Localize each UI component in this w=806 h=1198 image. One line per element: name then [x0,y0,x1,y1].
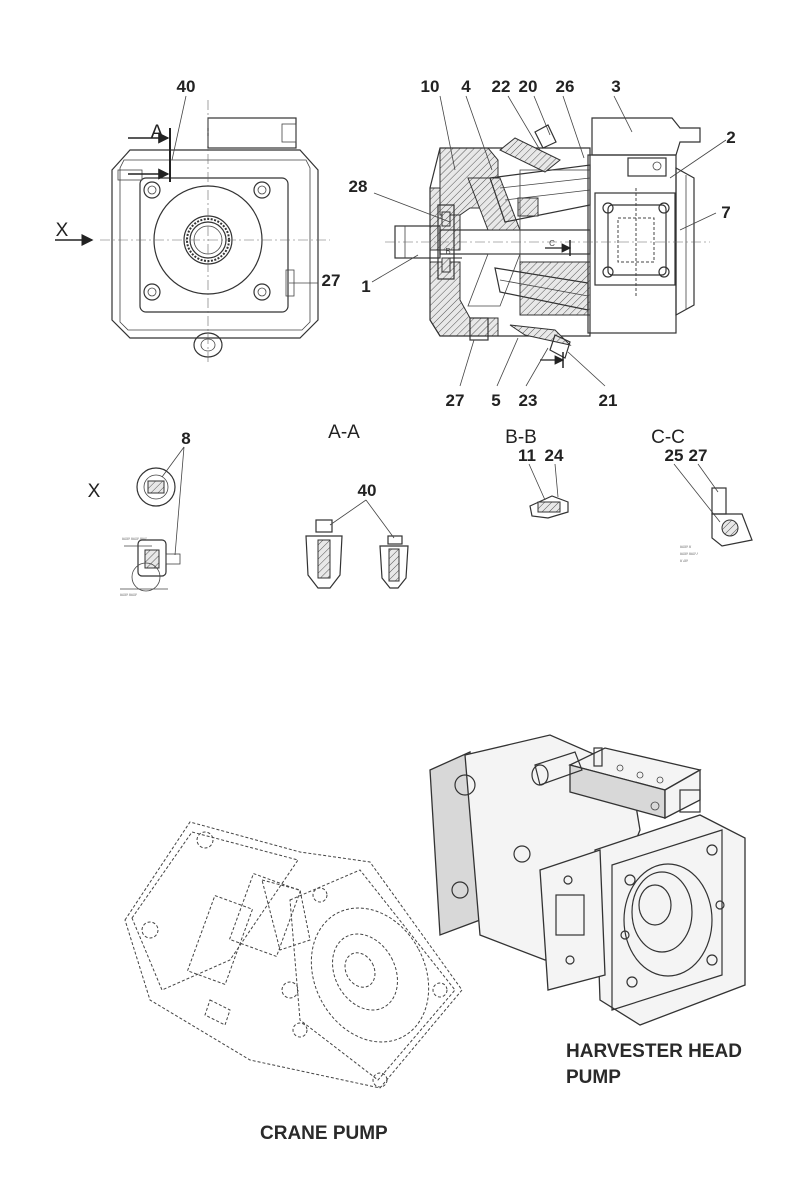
crane-caption: CRANE PUMP [260,1123,388,1144]
label-22: 22 [492,77,511,96]
section-bb-title: B-B [505,427,537,448]
harvester-caption-line1: HARVESTER HEAD [566,1041,742,1062]
label-24: 24 [545,446,564,465]
x-view-label: X [88,481,101,502]
section-cc-view: /////// // /////// ////// / // //// [673,463,753,563]
label-27-bottom: 27 [446,391,465,410]
part-number-labels: 40 10 4 22 20 26 3 2 28 7 27 1 27 5 23 2… [177,77,736,500]
label-20: 20 [519,77,538,96]
crane-pump-illustration [124,821,463,1089]
section-aa-view [305,499,409,589]
section-aa-title: A-A [328,422,360,443]
section-cc-title: C-C [651,427,685,448]
svg-text:// ////: // //// [680,558,689,563]
label-21: 21 [599,391,618,410]
svg-text://///// //: /////// // [680,544,692,549]
x-view: /////// /////// ////// /////// /////// [120,446,185,597]
section-bb-view [528,463,569,519]
view-labels: A X X A-A B-B C-C B C [56,122,685,502]
label-8: 8 [181,429,190,448]
label-10: 10 [421,77,440,96]
c-marker: C [549,239,555,248]
label-27-cc: 27 [689,446,708,465]
harvester-pump-illustration [429,734,746,1026]
label-40-top: 40 [177,77,196,96]
front-view [100,95,330,365]
label-5: 5 [491,391,500,410]
svg-text://///// ///////: /////// /////// [120,592,138,597]
label-23: 23 [519,391,538,410]
label-1: 1 [361,277,370,296]
label-3: 3 [611,77,620,96]
x-arrow-label: X [56,220,69,241]
harvester-caption-line2: PUMP [566,1067,621,1088]
label-40-aa: 40 [358,481,377,500]
label-25: 25 [665,446,684,465]
svg-text://///// ////// /: /////// ////// / [680,551,699,556]
svg-text://///// /////// //////: /////// /////// ////// [122,536,147,541]
label-4: 4 [461,77,471,96]
label-26: 26 [556,77,575,96]
label-27-left: 27 [322,271,341,290]
captions: HARVESTER HEAD PUMP CRANE PUMP [260,1041,742,1144]
label-28: 28 [349,177,368,196]
label-2: 2 [726,128,735,147]
section-a-marker: A [151,122,164,143]
label-7: 7 [721,203,730,222]
b-marker: B [445,247,450,256]
label-11: 11 [518,446,536,465]
section-view [371,95,727,387]
